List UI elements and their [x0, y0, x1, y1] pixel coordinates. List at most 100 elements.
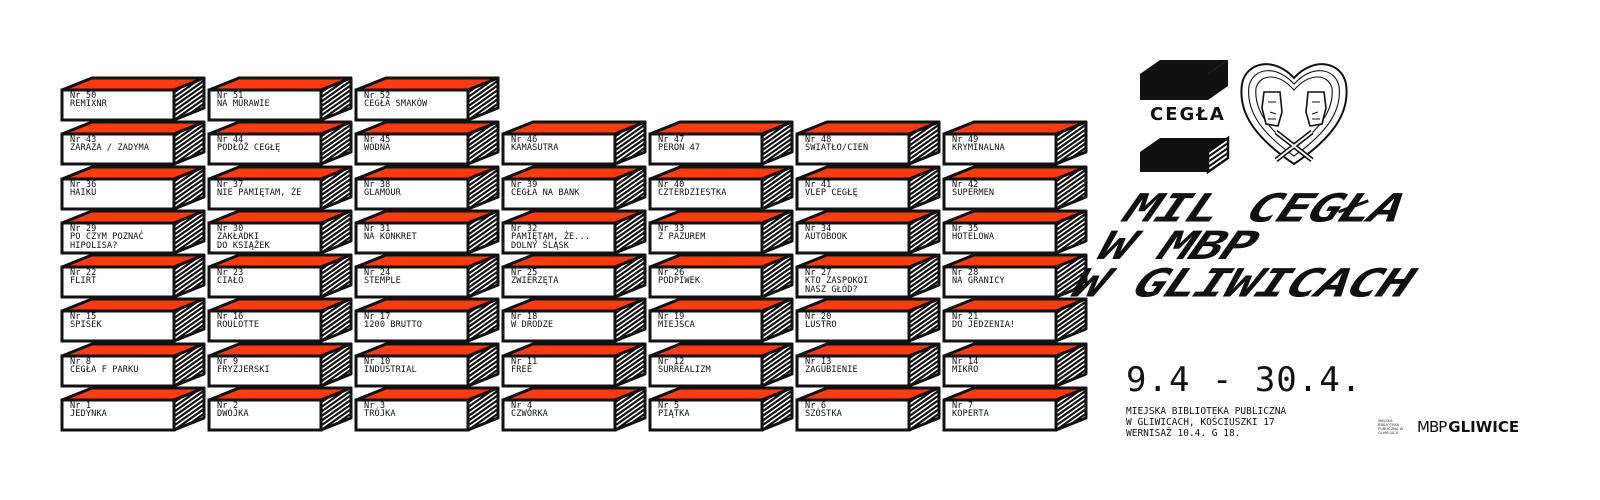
brick-number: Nr 38 — [364, 179, 391, 190]
brick-number: Nr 3 — [364, 401, 386, 411]
brick-shape — [942, 253, 1088, 299]
brick-shape — [207, 253, 353, 299]
brick-title: ŚWIATŁO/CIEŃ — [805, 143, 869, 154]
brick-number: Nr 14 — [952, 356, 979, 367]
brick-title: W DRODZE — [511, 320, 554, 331]
brick-front-face — [501, 177, 617, 210]
brick-number: Nr 11 — [511, 356, 538, 367]
brick-number: Nr 23 — [217, 268, 244, 279]
brick-shape — [942, 209, 1088, 255]
brick-title: CEGŁA NA BANK — [511, 187, 580, 198]
brick-front-face — [942, 398, 1058, 432]
headline-line: W MBP — [1085, 223, 1270, 269]
brick-shape — [648, 165, 794, 210]
brick-number: Nr 9 — [217, 356, 239, 367]
brick-front-face — [207, 221, 323, 255]
brick-number: Nr 1 — [70, 401, 92, 411]
brick-number: Nr 15 — [70, 312, 97, 323]
brick-shape — [795, 253, 941, 299]
brick-title: ROULOTTE — [217, 320, 260, 331]
brick-front-face — [354, 132, 470, 166]
brick-number: Nr 5 — [658, 401, 680, 411]
brick-front-face — [354, 221, 470, 255]
brick-front-face — [354, 265, 470, 299]
brick-shape — [354, 386, 500, 432]
brick-front-face — [354, 88, 470, 122]
address-line: MIEJSKA BIBLIOTEKA PUBLICZNA — [1126, 406, 1287, 417]
brick-front-face — [207, 354, 323, 388]
brick-shape — [60, 165, 206, 210]
brick-title: SZÓSTKA — [805, 409, 842, 419]
brick-shape — [795, 120, 941, 166]
brick-front-face — [648, 132, 764, 166]
brick-shape — [501, 120, 647, 166]
brick-shape — [354, 165, 500, 210]
brick-front-face — [795, 177, 911, 210]
brick-number: Nr 41 — [805, 179, 832, 190]
brick-front-face — [207, 177, 323, 210]
brick-title: VLEP CEGŁĘ — [805, 187, 858, 198]
headline-line: MIL CEGŁA — [1111, 185, 1418, 232]
brick-shape — [60, 342, 206, 388]
brick-front-face — [648, 265, 764, 299]
brick-number: Nr 35 — [952, 223, 979, 234]
brick-title: STEMPLE — [364, 276, 401, 287]
brick-title: SPISEK — [70, 320, 102, 331]
brick-number: Nr 7 — [952, 401, 974, 411]
brick-title: KAMASUTRA — [511, 143, 559, 154]
brick-title: CEGŁA F PARKU — [70, 364, 139, 375]
brick-number: Nr 18 — [511, 312, 538, 323]
brick-title: HAIKU — [70, 187, 97, 198]
brick-title: ZARAZA / ZADYMA — [70, 143, 150, 154]
brick-number: Nr 45 — [364, 135, 391, 146]
brick-title: FLIRT — [70, 276, 97, 287]
brick-number: Nr 22 — [70, 268, 97, 279]
brick-front-face — [648, 177, 764, 210]
brick-shape — [354, 253, 500, 299]
brick-front-face — [795, 265, 911, 299]
brick-shape — [354, 120, 500, 166]
brick-title: DO JEDZENIA! — [952, 320, 1016, 331]
library-logo-city: GLIWICE — [1448, 418, 1520, 436]
brick-shape — [354, 209, 500, 255]
brick-front-face — [354, 354, 470, 388]
brick-number: Nr 31 — [364, 223, 391, 234]
brick-title: AUTOBOOK — [805, 231, 848, 242]
brick-front-face — [354, 177, 470, 210]
brick-shape — [207, 165, 353, 210]
brick-front-face — [501, 265, 617, 299]
poster-info: CEGŁA MIL CEGŁA W MBP W GLIWICACH 9.4 - … — [1059, 0, 1600, 500]
brick-front-face — [795, 354, 911, 388]
brick-title: DWÓJKA — [217, 409, 249, 419]
brick-shape — [207, 209, 353, 255]
brick-front-face — [501, 309, 617, 343]
brick-number: Nr 28 — [952, 268, 979, 279]
brick-title: HOTELOWA — [952, 231, 995, 242]
brick-number: Nr 4 — [511, 401, 533, 411]
brick-front-face — [60, 265, 176, 299]
brick-number: Nr 40 — [658, 179, 685, 190]
brick-number: Nr 29 — [70, 223, 97, 234]
brick-title: WODNA — [364, 143, 391, 154]
brick-shape — [207, 386, 353, 432]
